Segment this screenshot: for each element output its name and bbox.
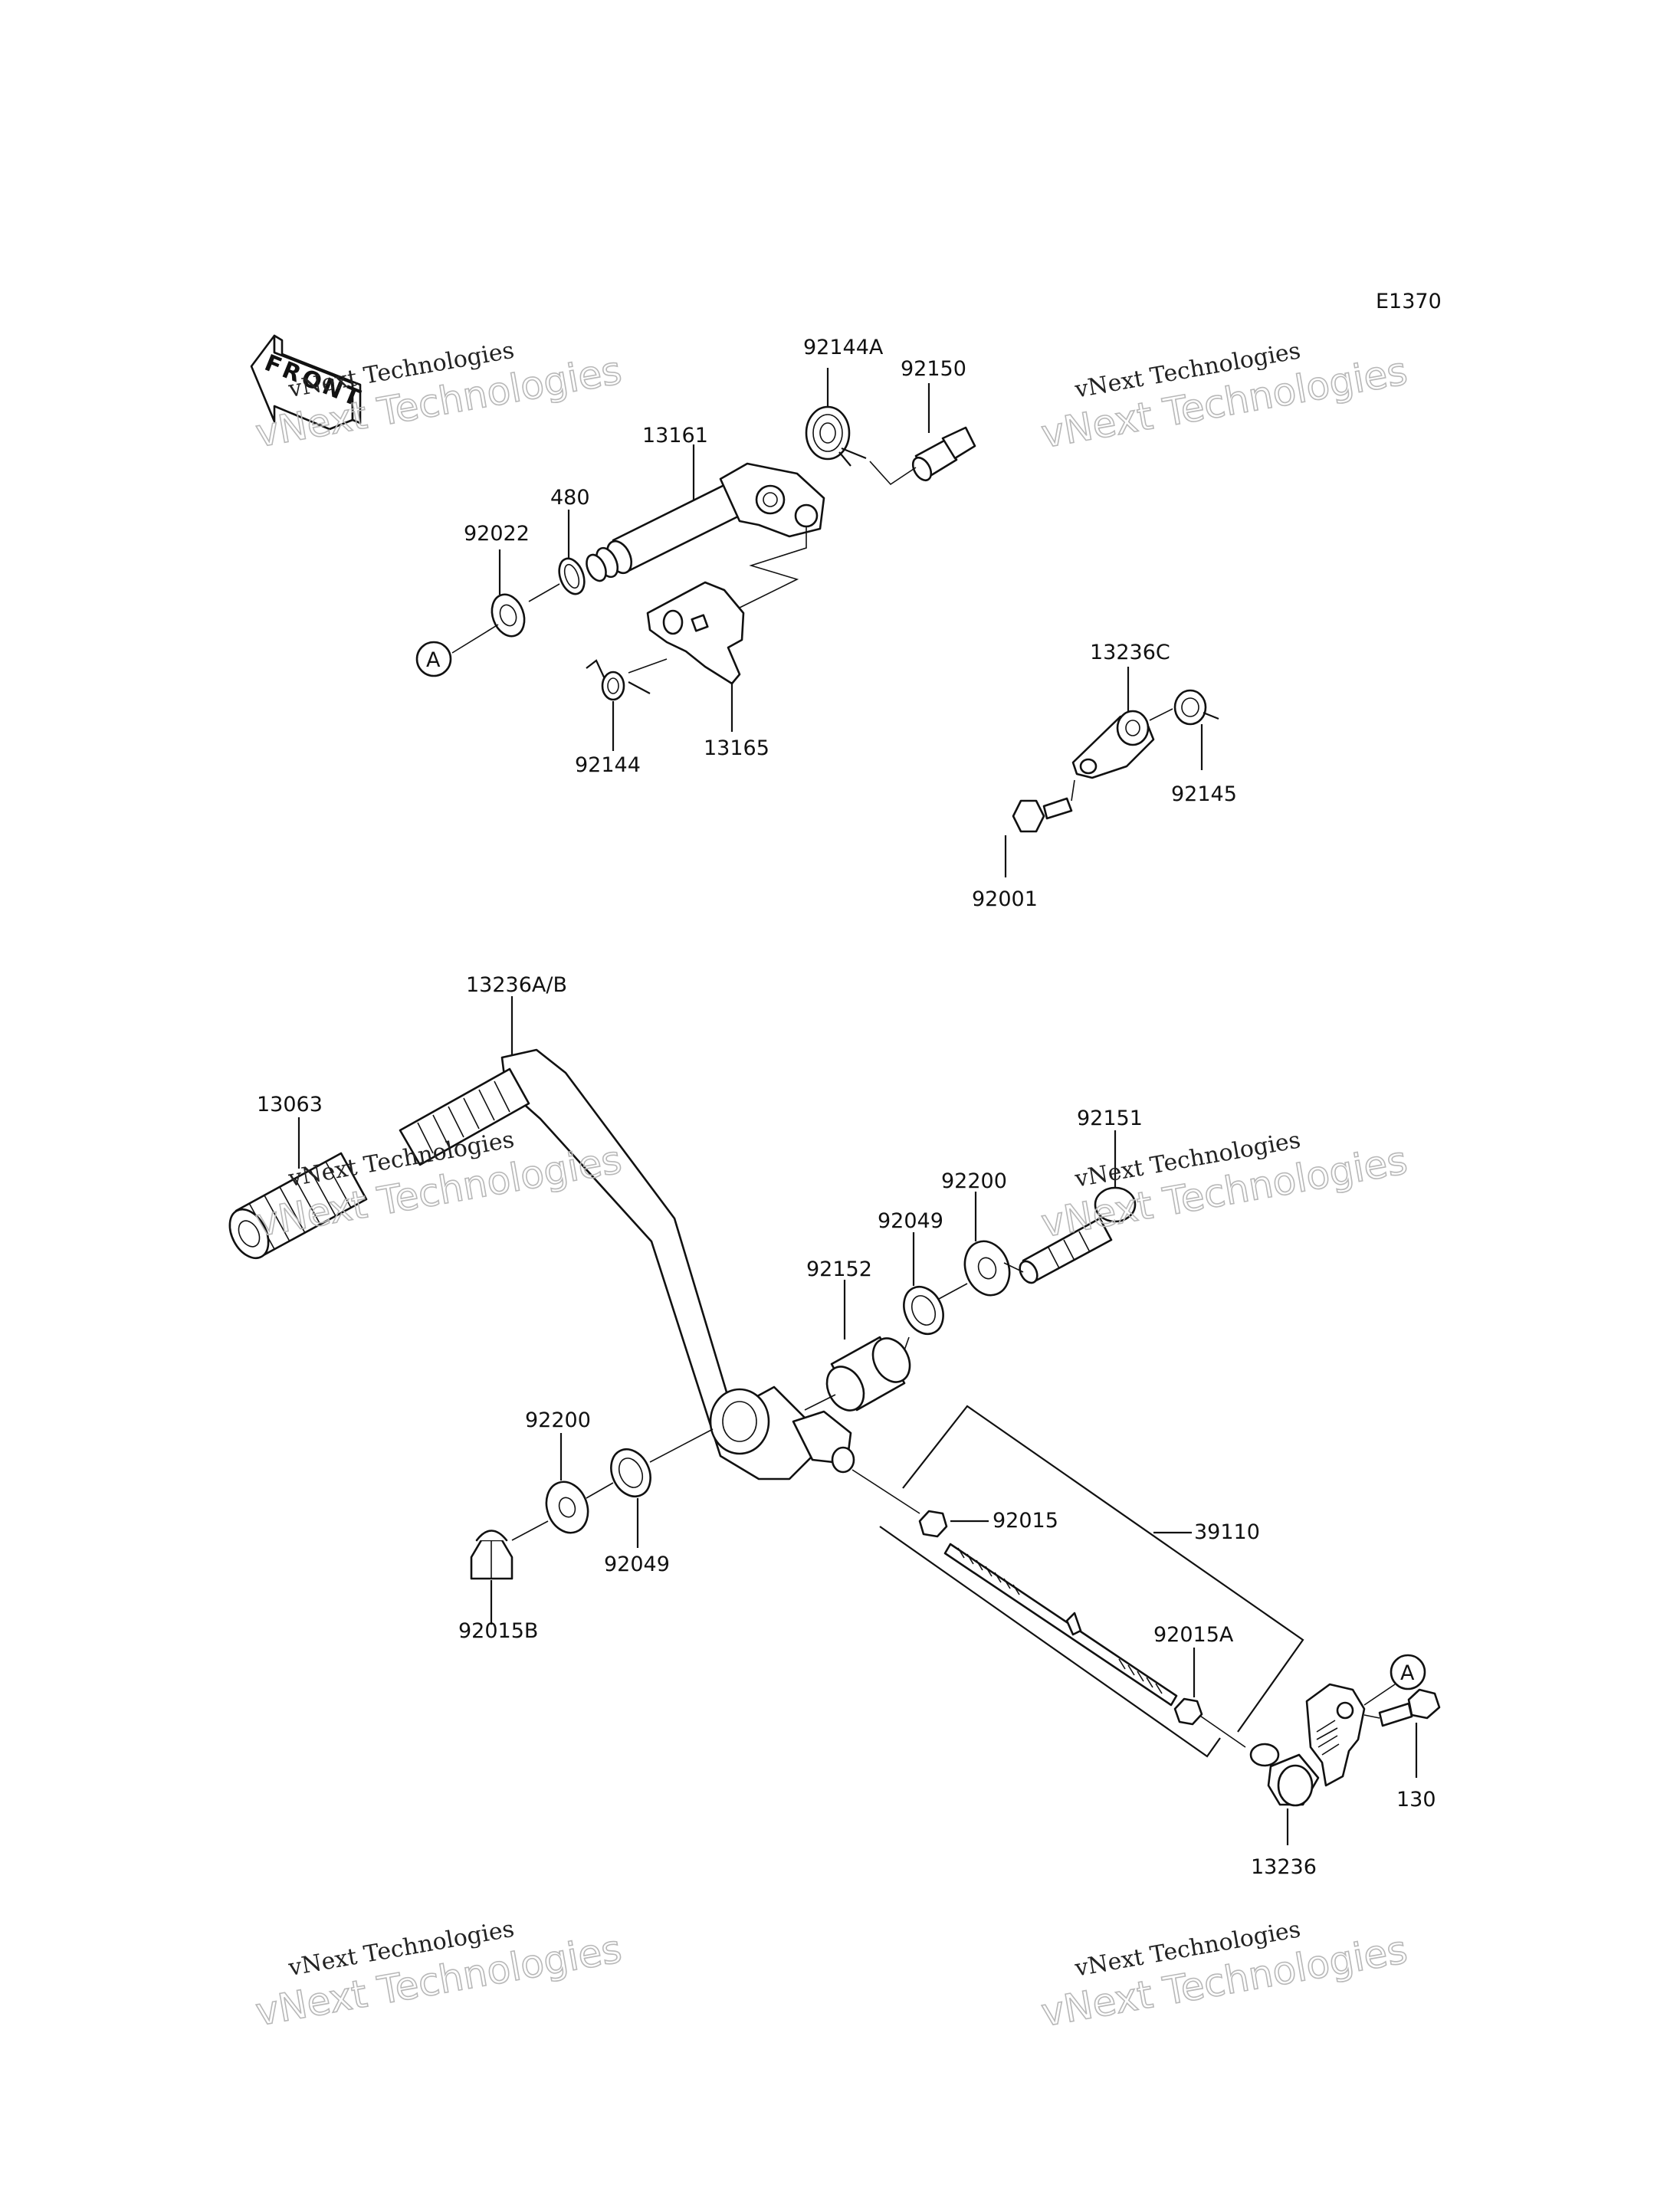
- watermark-bottom-left: vNext Technologies vNext Technologies: [252, 1916, 625, 2035]
- label-92015a: 92015A: [1153, 1623, 1234, 1647]
- leader-bolt-lever: [1071, 779, 1075, 802]
- leader-washer-clip: [528, 583, 560, 602]
- watermark-top-left: vNext Technologies vNext Technologies: [252, 337, 625, 457]
- rubber-grip-13063: [228, 1152, 368, 1260]
- spring-92144a: [805, 405, 867, 467]
- washer-92200-top: [963, 1240, 1011, 1297]
- bolt-92151: [1019, 1186, 1137, 1284]
- leader-arm-bolt: [1363, 1714, 1380, 1719]
- label-92150: 92150: [901, 357, 966, 381]
- label-13236: 13236: [1251, 1855, 1317, 1879]
- bracket-39110-bottom: [879, 1526, 1221, 1758]
- label-13236c: 13236C: [1090, 641, 1170, 664]
- seal-92049-bottom: [610, 1448, 651, 1498]
- cap-nut-92015b: [470, 1530, 514, 1580]
- seal-92049-top: [903, 1285, 944, 1336]
- spring-92145: [1173, 689, 1219, 726]
- collar-92152: [825, 1336, 911, 1412]
- label-92200-bottom: 92200: [525, 1408, 591, 1432]
- leader-collar-seal: [904, 1336, 910, 1351]
- leader-seal-pedal: [649, 1428, 714, 1463]
- label-92022: 92022: [464, 522, 530, 546]
- label-39110: 39110: [1194, 1520, 1260, 1544]
- front-arrow-icon: FRONT: [250, 334, 366, 431]
- shift-pedal-13236ab: [500, 1048, 855, 1481]
- leader-92144a-92150: [869, 461, 917, 486]
- leader-nut-joint: [1195, 1712, 1246, 1748]
- rod-joint-13236: [1249, 1743, 1320, 1807]
- bolt-130: [1378, 1688, 1441, 1727]
- leader-washer-bolt: [1003, 1262, 1024, 1273]
- plate-13165: [646, 581, 745, 685]
- leader-spring-plate: [628, 658, 668, 674]
- nut-92015: [918, 1510, 948, 1538]
- pedal-spline-shaft: [399, 1067, 530, 1166]
- label-92001: 92001: [972, 887, 1038, 911]
- shift-shaft-13161: [586, 462, 825, 582]
- tie-rod: [943, 1543, 1178, 1707]
- label-92144: 92144: [575, 753, 641, 777]
- label-92144a: 92144A: [803, 336, 884, 359]
- label-92049-bottom: 92049: [604, 1553, 670, 1576]
- label-13165: 13165: [704, 736, 769, 760]
- diagram-code: E1370: [1376, 290, 1442, 313]
- label-130: 130: [1396, 1788, 1436, 1812]
- leader-a-arm: [1363, 1684, 1396, 1706]
- shift-arm: [1305, 1683, 1366, 1787]
- leader-seal-washer: [938, 1283, 968, 1300]
- callout-a-top-label: A: [426, 648, 441, 672]
- label-480: 480: [550, 486, 590, 510]
- leader-lever-spring: [1149, 708, 1173, 721]
- label-92015b: 92015B: [458, 1619, 538, 1643]
- leader-washer-seal: [586, 1482, 614, 1499]
- label-13236ab: 13236A/B: [466, 973, 567, 997]
- washer-92022: [491, 593, 526, 638]
- bolt-92001: [1012, 797, 1073, 833]
- callout-a-top[interactable]: A: [415, 641, 452, 677]
- label-13063: 13063: [257, 1093, 323, 1117]
- spring-92144: [586, 659, 651, 701]
- label-92145: 92145: [1171, 782, 1237, 806]
- label-92200-top: 92200: [941, 1169, 1007, 1193]
- watermark-bottom-right: vNext Technologies vNext Technologies: [1038, 1916, 1411, 2035]
- label-92015: 92015: [993, 1509, 1058, 1533]
- washer-92200-bottom: [545, 1481, 589, 1534]
- leader-nut-washer: [511, 1520, 549, 1541]
- leader-shaft-plate: [739, 527, 807, 608]
- label-92049-top: 92049: [878, 1209, 943, 1233]
- pin-92150: [911, 426, 976, 482]
- nut-92015a: [1173, 1697, 1203, 1726]
- leader-a-washer: [451, 624, 499, 654]
- leader-collar-pedal: [804, 1394, 836, 1411]
- circlip-480: [558, 557, 586, 595]
- watermark-top-right: vNext Technologies vNext Technologies: [1038, 337, 1411, 457]
- bracket-39110-top: [902, 1405, 1304, 1733]
- label-92152: 92152: [806, 1258, 872, 1281]
- label-13161: 13161: [642, 424, 708, 448]
- leader-pedal-nut: [851, 1469, 920, 1514]
- label-92151: 92151: [1077, 1107, 1143, 1130]
- callout-a-bottom-label: A: [1400, 1661, 1415, 1685]
- lever-13236c: [1071, 710, 1155, 779]
- callout-a-bottom[interactable]: A: [1390, 1654, 1426, 1690]
